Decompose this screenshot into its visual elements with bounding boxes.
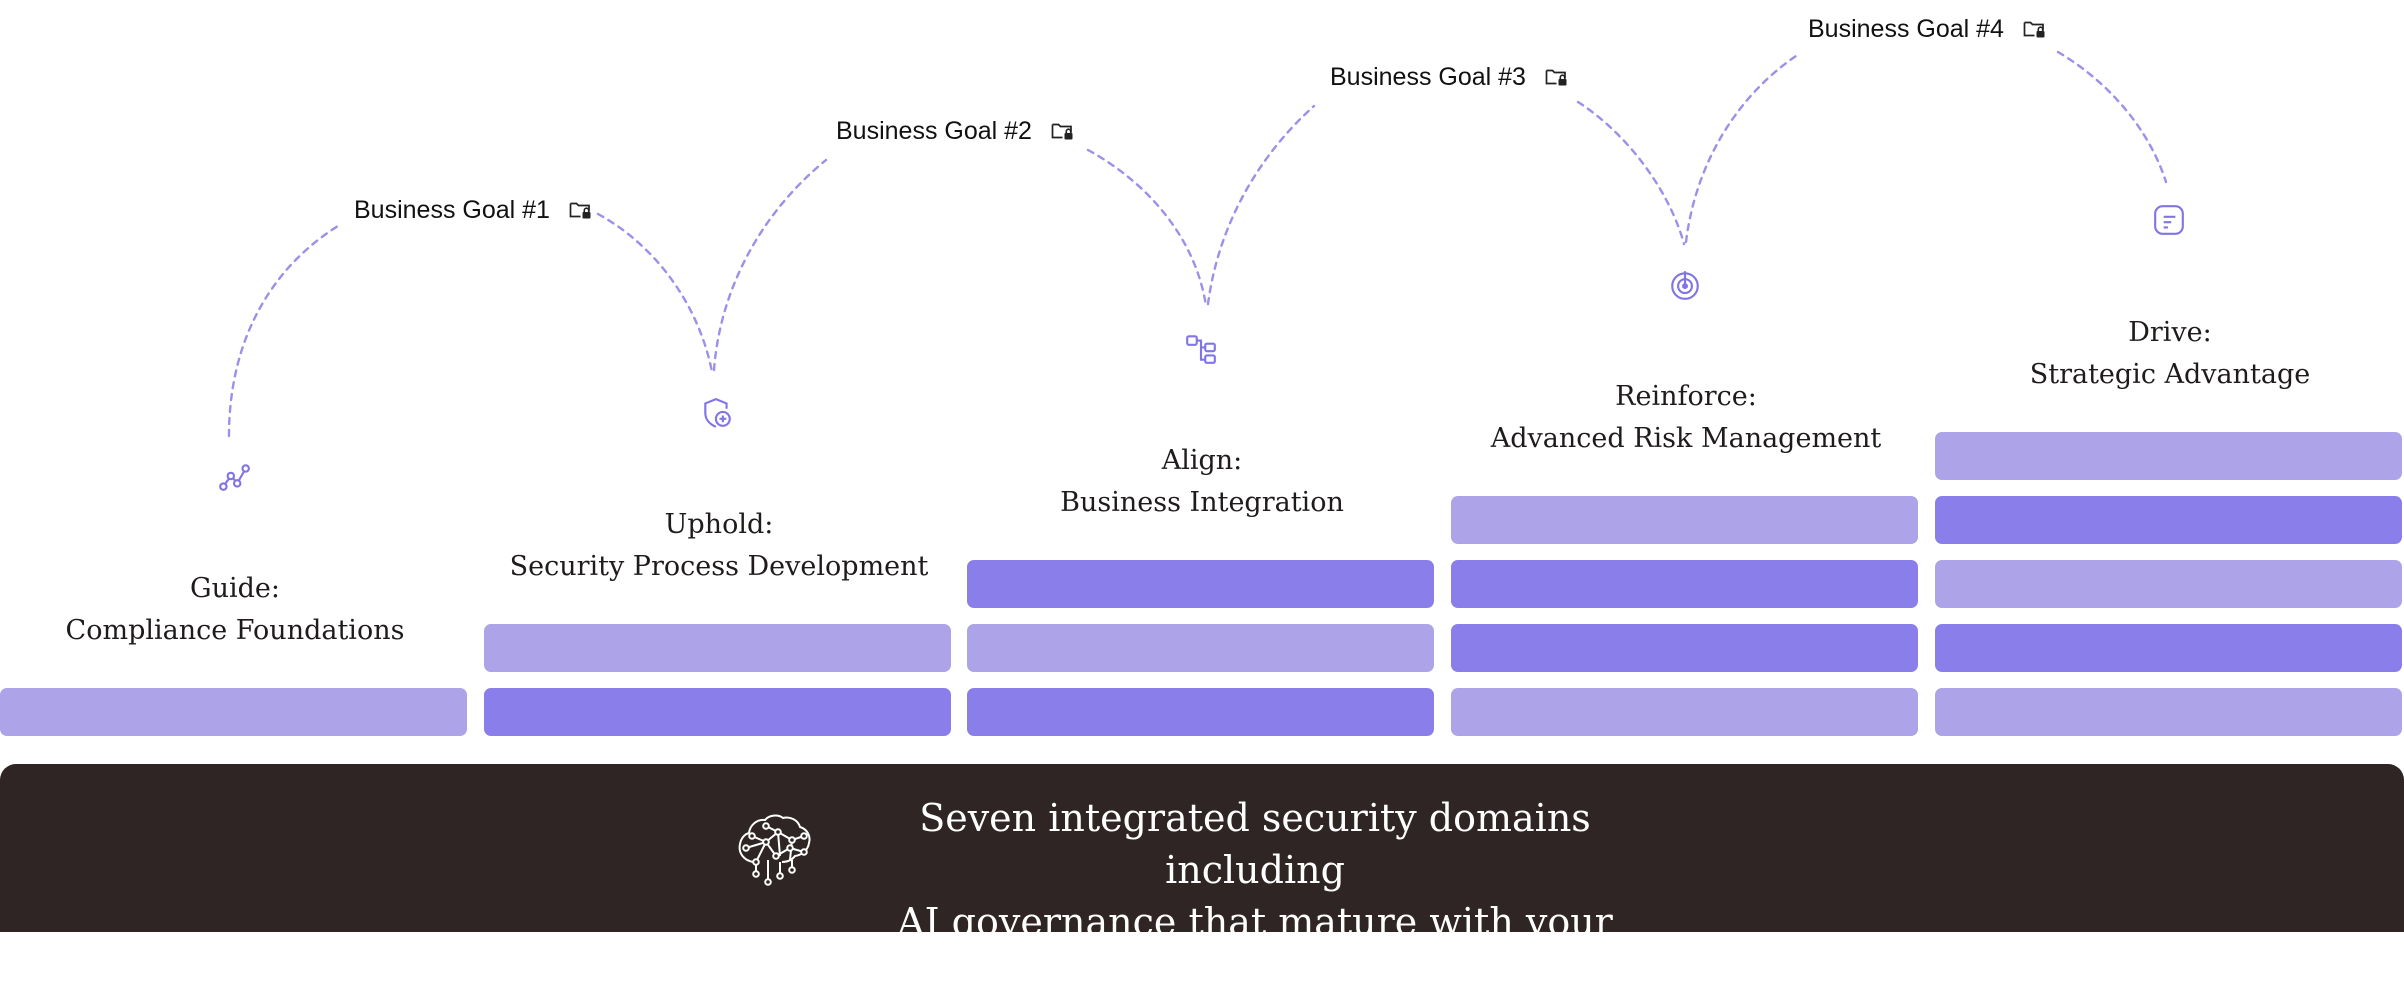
- step-verb: Align:: [1161, 445, 1243, 476]
- connector-layer: [227, 50, 2168, 438]
- business-goal-1: Business Goal #1: [354, 190, 592, 230]
- folder-lock-icon: [1545, 69, 1567, 86]
- maturity-bar: [1935, 624, 2402, 672]
- step-verb: Reinforce:: [1615, 381, 1757, 412]
- step-title-reinforce: Reinforce: Advanced Risk Management: [1451, 376, 1921, 460]
- step-title-guide: Guide: Compliance Foundations: [0, 568, 470, 652]
- step-subject: Security Process Development: [509, 551, 929, 582]
- maturity-bar: [484, 624, 951, 672]
- footer-banner: Seven integrated security domains includ…: [0, 764, 2404, 996]
- maturity-bar: [1935, 432, 2402, 480]
- shield-plus-icon: [704, 398, 731, 428]
- business-goal-3: Business Goal #3: [1330, 57, 1568, 97]
- note-icon: [2154, 205, 2184, 235]
- maturity-bar: [484, 688, 951, 736]
- step-title-align: Align: Business Integration: [967, 440, 1437, 524]
- brain-network-icon: [738, 814, 811, 886]
- business-goal-label: Business Goal #4: [1808, 14, 2004, 43]
- footer-line-2: AI governance that mature with your busi…: [897, 900, 1613, 996]
- maturity-bar: [1935, 496, 2402, 544]
- business-goal-label: Business Goal #2: [836, 116, 1032, 145]
- step-title-drive: Drive: Strategic Advantage: [1935, 312, 2404, 396]
- target-icon: [1671, 271, 1699, 300]
- maturity-bar: [1451, 560, 1918, 608]
- folder-lock-icon: [2023, 21, 2045, 38]
- business-goal-4: Business Goal #4: [1808, 9, 2046, 49]
- maturity-bar: [1935, 560, 2402, 608]
- maturity-bar: [1451, 688, 1918, 736]
- business-goal-2: Business Goal #2: [836, 111, 1074, 151]
- step-verb: Guide:: [190, 573, 280, 604]
- step-subject: Strategic Advantage: [2029, 359, 2311, 390]
- step-verb: Uphold:: [664, 509, 774, 540]
- step-title-uphold: Uphold: Security Process Development: [484, 504, 954, 588]
- maturity-bar: [1935, 688, 2402, 736]
- connector-arc: [2056, 50, 2168, 184]
- maturity-bar: [967, 560, 1434, 608]
- step-subject: Advanced Risk Management: [1490, 423, 1882, 454]
- folder-lock-icon: [1051, 123, 1073, 140]
- maturity-bar: [1451, 624, 1918, 672]
- step-subject: Business Integration: [1060, 487, 1344, 518]
- step-verb: Drive:: [2128, 317, 2212, 348]
- maturity-bar: [1451, 496, 1918, 544]
- workflow-icon: [1186, 335, 1216, 364]
- connector-arc: [596, 212, 714, 374]
- maturity-bar: [967, 688, 1434, 736]
- connector-arc: [1684, 54, 1798, 244]
- maturity-bar: [967, 624, 1434, 672]
- maturity-staircase-diagram: Business Goal #1 Business Goal #2 Busine…: [0, 9, 2404, 996]
- step-subject: Compliance Foundations: [65, 615, 405, 646]
- maturity-bar: [0, 688, 467, 736]
- connector-arc: [227, 224, 340, 438]
- footer-line-1: Seven integrated security domains includ…: [919, 796, 1591, 892]
- footer-tagline: Seven integrated security domains includ…: [830, 792, 1680, 1000]
- connector-arc: [712, 158, 828, 372]
- connector-arc: [1206, 104, 1316, 306]
- connector-arc: [1576, 100, 1686, 246]
- business-goal-label: Business Goal #1: [354, 195, 550, 224]
- business-goal-label: Business Goal #3: [1330, 62, 1526, 91]
- trend-line-icon: [219, 464, 250, 491]
- connector-arc: [1086, 148, 1208, 308]
- folder-lock-icon: [569, 202, 591, 219]
